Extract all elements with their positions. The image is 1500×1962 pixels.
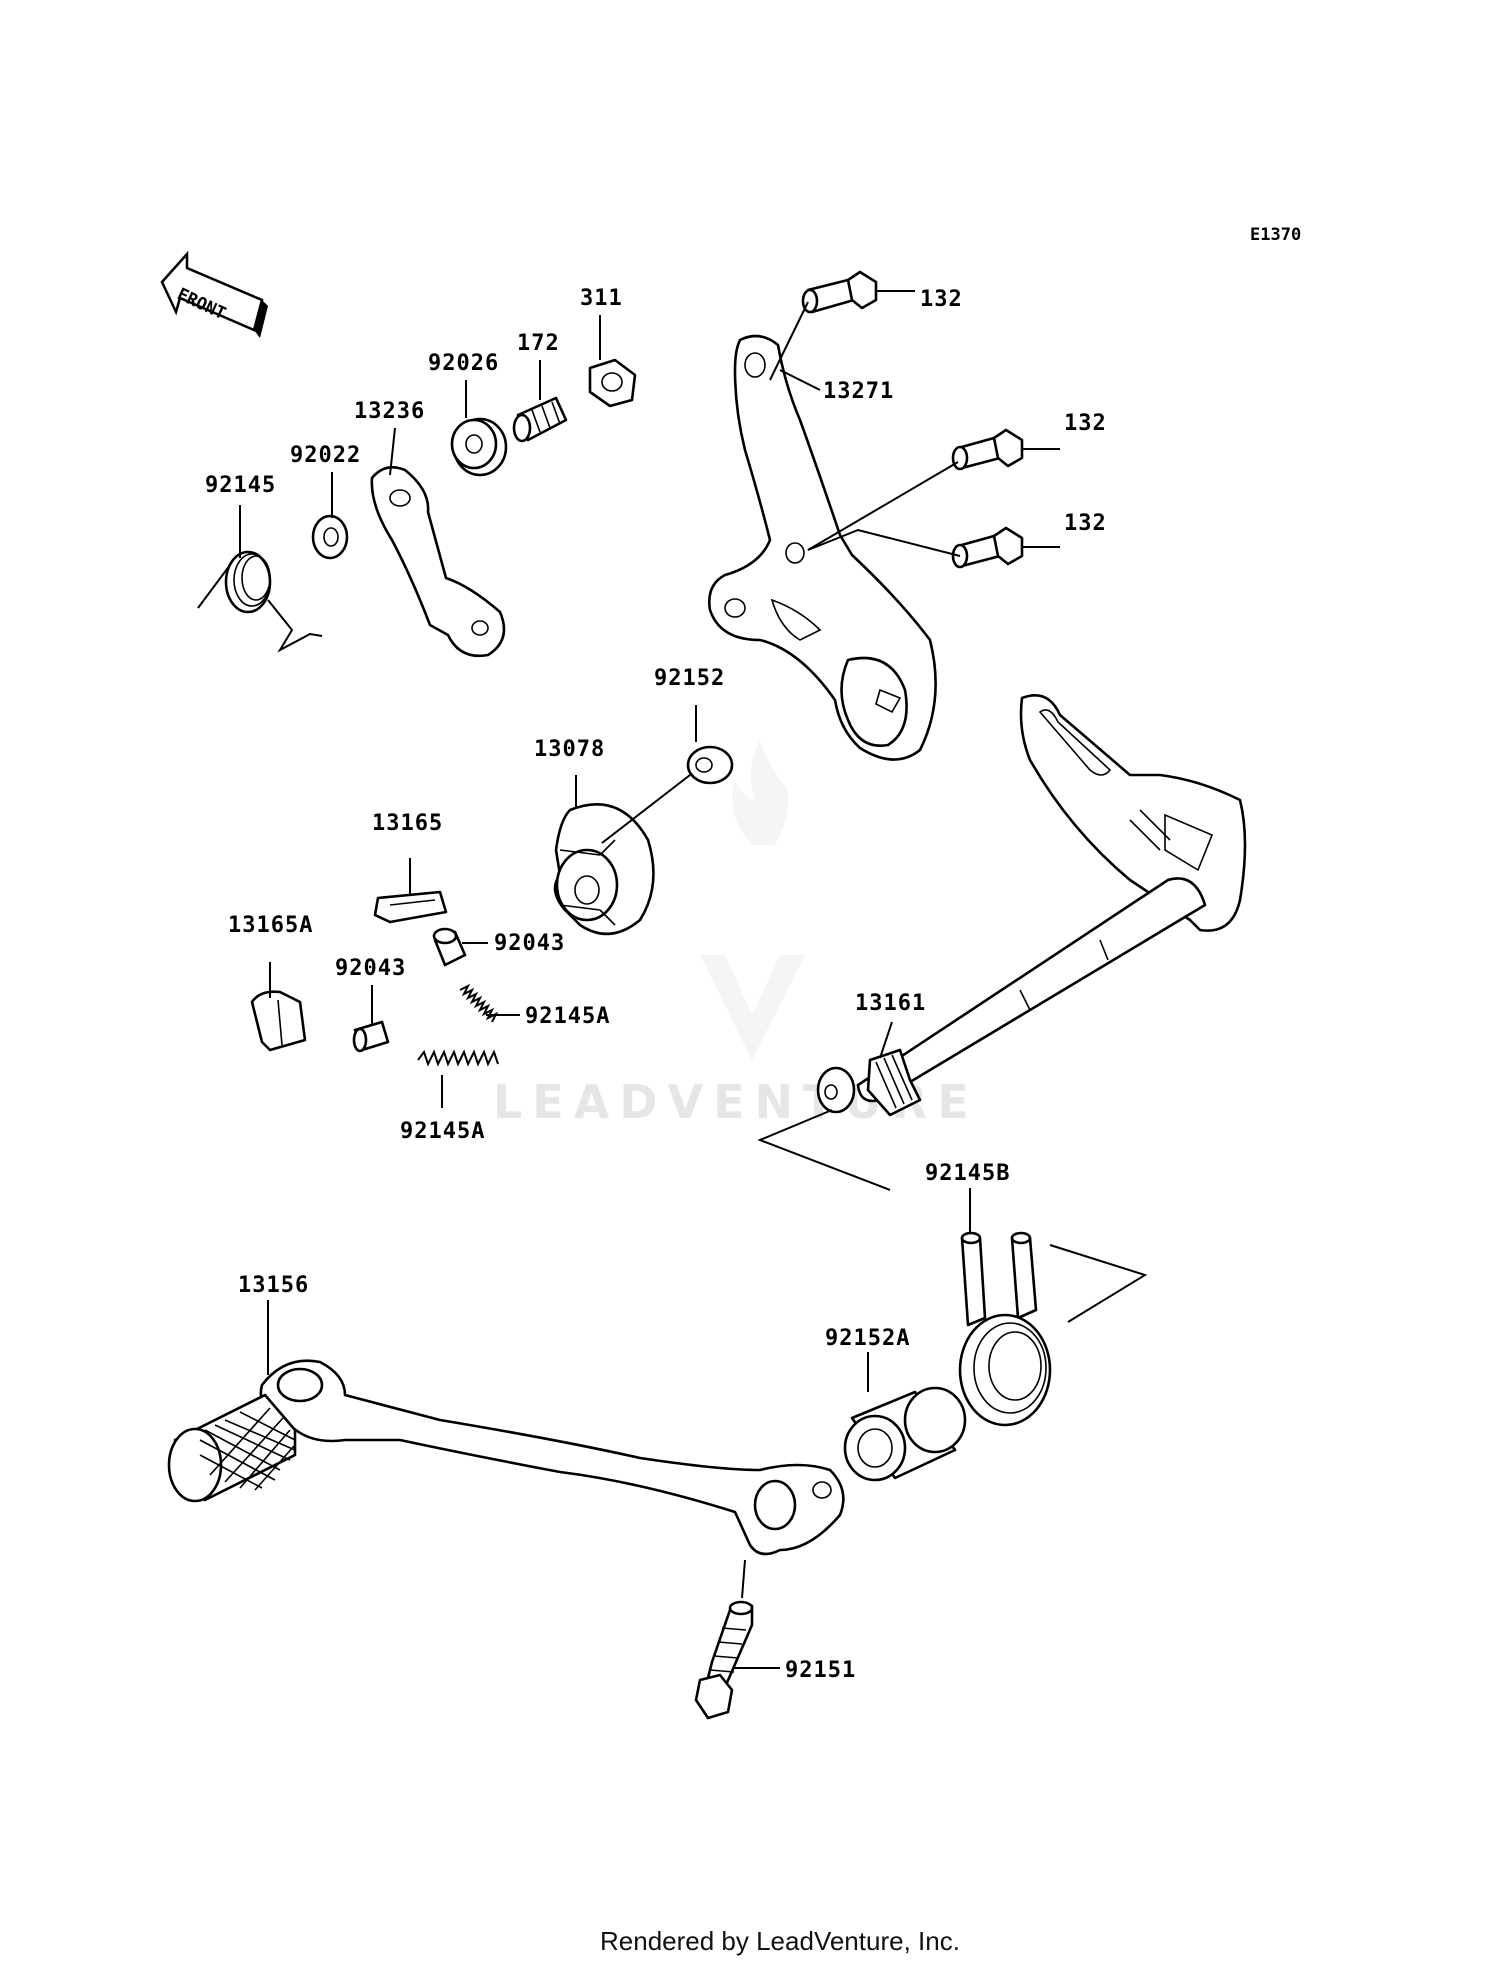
part-92022-washer	[311, 514, 349, 560]
label-92145A-lower: 92145A	[400, 1119, 485, 1144]
label-13236: 13236	[354, 399, 425, 424]
label-92022: 92022	[290, 443, 361, 468]
part-92026-collar	[450, 417, 508, 477]
part-13156-shift-pedal	[167, 1359, 845, 1556]
label-92043-lower: 92043	[335, 956, 406, 981]
leadventure-watermark-logo	[700, 740, 805, 1060]
label-132-top: 132	[920, 287, 963, 312]
part-13161-shift-shaft	[816, 694, 1247, 1117]
part-13165-ratchet-pawl	[373, 890, 448, 924]
label-92026: 92026	[428, 351, 499, 376]
label-132-bottom: 132	[1064, 511, 1107, 536]
part-92151-bolt	[694, 1600, 754, 1720]
part-92152-washer	[686, 745, 734, 785]
part-172-pin	[512, 396, 568, 443]
label-13165: 13165	[372, 811, 443, 836]
diagram-code: E1370	[1250, 225, 1301, 245]
part-311-nut	[588, 358, 637, 408]
label-13165A: 13165A	[228, 913, 313, 938]
label-132-middle: 132	[1064, 411, 1107, 436]
part-13165A-ratchet-pawl	[250, 990, 307, 1052]
part-132-bolt-bottom	[951, 526, 1024, 569]
label-92152A: 92152A	[825, 1326, 910, 1351]
part-92145-torsion-spring	[197, 550, 323, 653]
label-92145B: 92145B	[925, 1161, 1010, 1186]
part-13078-shift-drum-cam	[553, 802, 655, 936]
part-13236-shift-arm	[370, 466, 506, 658]
label-311: 311	[580, 286, 623, 311]
part-92145B-return-spring	[958, 1231, 1052, 1427]
label-13156: 13156	[238, 1273, 309, 1298]
label-92043-upper: 92043	[494, 931, 565, 956]
label-92145: 92145	[205, 473, 276, 498]
label-13161: 13161	[855, 991, 926, 1016]
part-132-bolt-middle	[951, 428, 1024, 471]
label-13078: 13078	[534, 737, 605, 762]
label-13271: 13271	[823, 379, 894, 404]
front-arrow-icon: FRONT	[160, 250, 268, 338]
label-92152: 92152	[654, 666, 725, 691]
label-92151: 92151	[785, 1658, 856, 1683]
part-92043-pin-upper	[432, 927, 467, 967]
part-13271-guide-bracket	[708, 334, 937, 761]
part-92145A-spring-lower	[417, 1049, 499, 1067]
part-132-bolt-top	[801, 270, 878, 314]
part-92145A-spring-upper	[459, 983, 499, 1023]
leader-lines	[239, 290, 1148, 1669]
label-92145A-upper: 92145A	[525, 1004, 610, 1029]
footer-credit: Rendered by LeadVenture, Inc.	[600, 1926, 960, 1956]
part-92152A-collar	[843, 1386, 967, 1482]
part-92043-pin-lower	[352, 1020, 390, 1053]
label-172: 172	[517, 331, 560, 356]
